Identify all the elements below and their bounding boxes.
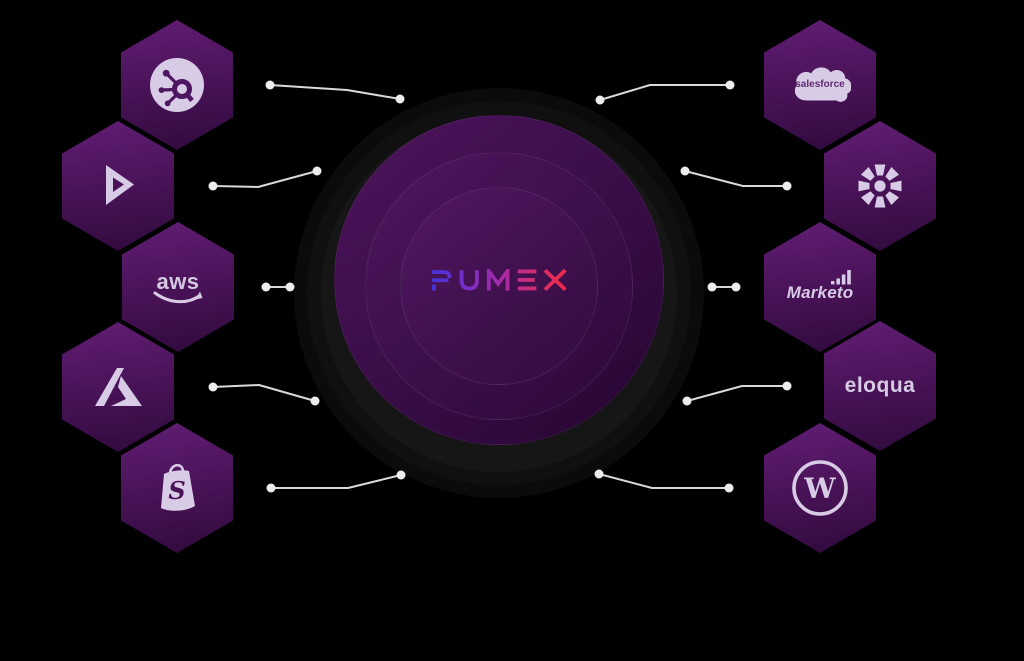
- salesforce-cloud-icon: [794, 67, 852, 102]
- connector-line-hubspot: [269, 84, 401, 100]
- connector-dot-sunburst: [680, 166, 690, 176]
- connector-line-wordpress: [598, 473, 729, 489]
- hexagon-marketo: Marketo: [764, 222, 876, 352]
- marketo-bars-icon: [831, 270, 852, 285]
- connector-dot-shopify: [266, 483, 276, 493]
- connector-dot-shopify: [396, 470, 406, 480]
- connector-dot-sunburst: [782, 181, 792, 191]
- connector-dot-azure: [310, 396, 320, 406]
- connector-dot-dynamics: [208, 181, 218, 191]
- connector-dot-wordpress: [724, 483, 734, 493]
- connector-line-dynamics: [212, 170, 318, 188]
- connector-dot-dynamics: [312, 166, 322, 176]
- hubspot-icon: [150, 58, 204, 112]
- hexagon-wordpress: W: [764, 423, 876, 553]
- pumex-logo: PUMEX: [431, 265, 567, 291]
- dynamics-icon: [106, 165, 134, 205]
- connector-dot-marketo: [707, 282, 717, 292]
- connector-line-sunburst: [684, 170, 787, 187]
- pumex-logo-icon: [431, 265, 567, 291]
- azure-icon: [95, 368, 142, 406]
- aws-label: aws: [156, 269, 200, 294]
- shopify-s-label: S: [168, 476, 186, 505]
- connector-dot-hubspot: [265, 80, 275, 90]
- hexagon-dynamics: [62, 121, 174, 251]
- connector-dot-eloqua: [782, 381, 792, 391]
- hexagon-eloqua: eloqua: [824, 321, 936, 451]
- connector-line-azure: [212, 384, 316, 402]
- hexagon-sunburst: [824, 121, 936, 251]
- connector-dot-salesforce: [595, 95, 605, 105]
- eloqua-label: eloqua: [844, 374, 916, 397]
- sunburst-icon: [858, 164, 902, 208]
- marketo-label: Marketo: [786, 283, 854, 302]
- connector-dot-marketo: [731, 282, 741, 292]
- connector-line-salesforce: [599, 84, 730, 101]
- salesforce-label: salesforce: [795, 79, 845, 90]
- wordpress-w-label: W: [803, 472, 836, 505]
- connector-dot-salesforce: [725, 80, 735, 90]
- hexagon-salesforce: salesforce: [764, 20, 876, 150]
- hexagon-hubspot: [121, 20, 233, 150]
- connector-dot-eloqua: [682, 396, 692, 406]
- aws-smile-icon: [153, 291, 203, 304]
- connector-dot-azure: [208, 382, 218, 392]
- connector-dot-hubspot: [395, 94, 405, 104]
- wordpress-icon: W: [792, 460, 848, 516]
- connector-dot-aws: [261, 282, 271, 292]
- connector-line-eloqua: [686, 385, 787, 402]
- connector-dot-wordpress: [594, 469, 604, 479]
- shopify-bag-icon: [161, 463, 195, 511]
- connector-line-shopify: [271, 474, 402, 489]
- connector-dot-aws: [285, 282, 295, 292]
